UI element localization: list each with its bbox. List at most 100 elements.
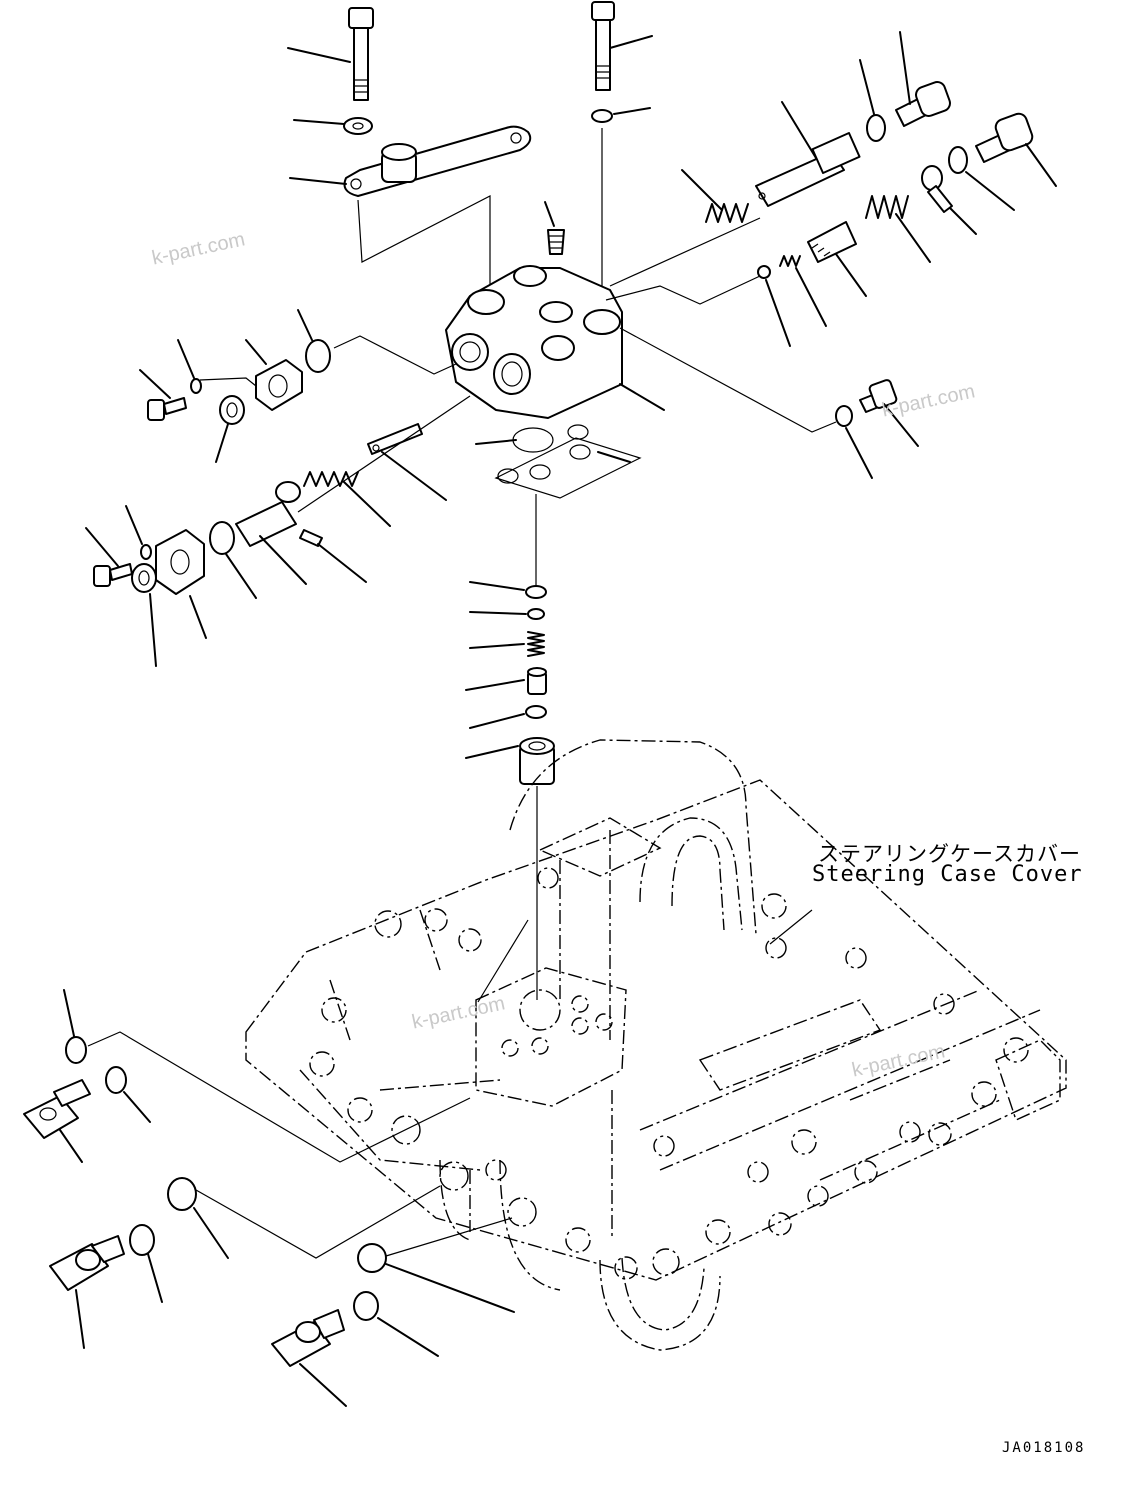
o-ring <box>209 521 235 555</box>
leader-line <box>189 595 207 639</box>
leader-line <box>859 59 875 115</box>
assembly-line <box>199 377 257 387</box>
pin <box>299 529 323 547</box>
leader-line <box>469 643 525 649</box>
assembly-line <box>87 1031 471 1163</box>
leader-line <box>895 213 931 263</box>
valve-seat <box>519 737 555 785</box>
leader-line <box>75 1289 85 1349</box>
snap-ring <box>525 585 547 599</box>
leader-line <box>795 267 827 327</box>
o-ring <box>105 1066 127 1094</box>
leader-line <box>297 309 313 341</box>
plug-side <box>859 379 898 413</box>
o-ring <box>305 339 331 373</box>
elbow-fitting-3 <box>271 1309 345 1367</box>
caption-japanese: ステアリングケースカバー <box>818 842 1081 866</box>
leader-line <box>377 1317 439 1357</box>
leader-line <box>225 553 257 599</box>
assembly-line <box>385 1217 513 1257</box>
leader-line <box>259 535 307 585</box>
leader-line <box>177 339 195 379</box>
leader-line <box>123 1091 151 1123</box>
washer-center <box>591 109 613 123</box>
leader-line <box>193 1207 229 1259</box>
leader-line <box>1025 143 1057 187</box>
leader-line <box>385 1263 515 1313</box>
leader-line <box>845 427 873 479</box>
bushing-lower <box>131 563 157 593</box>
spring-center <box>527 631 545 657</box>
o-ring <box>129 1224 155 1256</box>
spring-middle <box>865 195 909 219</box>
elbow-fitting-2 <box>49 1235 125 1291</box>
piston-right <box>807 221 857 263</box>
spring-left <box>303 471 359 487</box>
valve-gasket <box>494 424 642 499</box>
leader-line <box>465 745 519 759</box>
steering-case-cover-outline <box>245 739 1067 1351</box>
o-ring <box>357 1243 387 1273</box>
leader-line <box>609 35 653 115</box>
leader-line <box>147 1253 163 1303</box>
leader-line <box>381 451 447 501</box>
leader-line <box>965 171 1015 211</box>
caption-english: Steering Case Cover <box>812 862 1083 887</box>
leader-line <box>125 505 143 545</box>
leader-line <box>63 989 75 1037</box>
leader-line <box>343 481 391 527</box>
lever-arm <box>343 125 532 197</box>
assembly-line <box>357 195 491 300</box>
leader-line <box>781 101 817 159</box>
leader-line <box>475 439 631 463</box>
assembly-line <box>195 1185 441 1259</box>
leader-line <box>59 1129 83 1163</box>
small-plug <box>547 229 565 255</box>
leader-line <box>465 679 525 691</box>
top-bolt-center <box>591 1 615 91</box>
leader-line <box>469 581 525 591</box>
o-ring <box>65 1036 87 1064</box>
valve-poppet <box>527 667 547 695</box>
bolt-left-upper <box>147 397 187 421</box>
leader-line <box>469 611 527 615</box>
leader-line <box>245 339 267 365</box>
spool-left <box>367 423 423 455</box>
bushing-upper <box>219 395 245 425</box>
leader-line <box>139 369 171 399</box>
washer-small <box>190 378 202 394</box>
leader-line <box>544 201 555 227</box>
assembly-line <box>333 335 457 375</box>
o-ring <box>353 1291 379 1321</box>
assembly-line <box>605 217 761 305</box>
retainer-clip <box>921 165 953 213</box>
valve-body <box>445 265 623 419</box>
plug-right <box>975 112 1034 163</box>
leader-line <box>149 593 157 667</box>
leader-line <box>949 207 977 235</box>
spring-small <box>779 255 801 267</box>
o-ring <box>948 146 968 174</box>
piston-left <box>235 481 301 547</box>
o-ring <box>167 1177 197 1211</box>
leader-line <box>299 1363 347 1407</box>
cover-flange-lower <box>155 529 205 595</box>
spring-upper <box>705 203 749 223</box>
leader-line <box>835 253 867 297</box>
leader-line <box>469 713 525 729</box>
cover-flange-upper <box>255 359 303 411</box>
leader-line <box>477 909 813 1003</box>
elbow-fitting-1 <box>23 1079 91 1139</box>
o-ring <box>525 705 547 719</box>
o-ring <box>866 114 886 142</box>
leader-line <box>883 403 919 447</box>
leader-line <box>619 383 665 411</box>
leader-line <box>287 47 351 185</box>
leader-line <box>765 279 791 347</box>
bolt-left-lower <box>93 563 133 587</box>
assembly-line <box>297 395 471 513</box>
leader-line <box>899 31 911 105</box>
leader-line <box>215 423 229 463</box>
assembly-line <box>619 327 837 433</box>
